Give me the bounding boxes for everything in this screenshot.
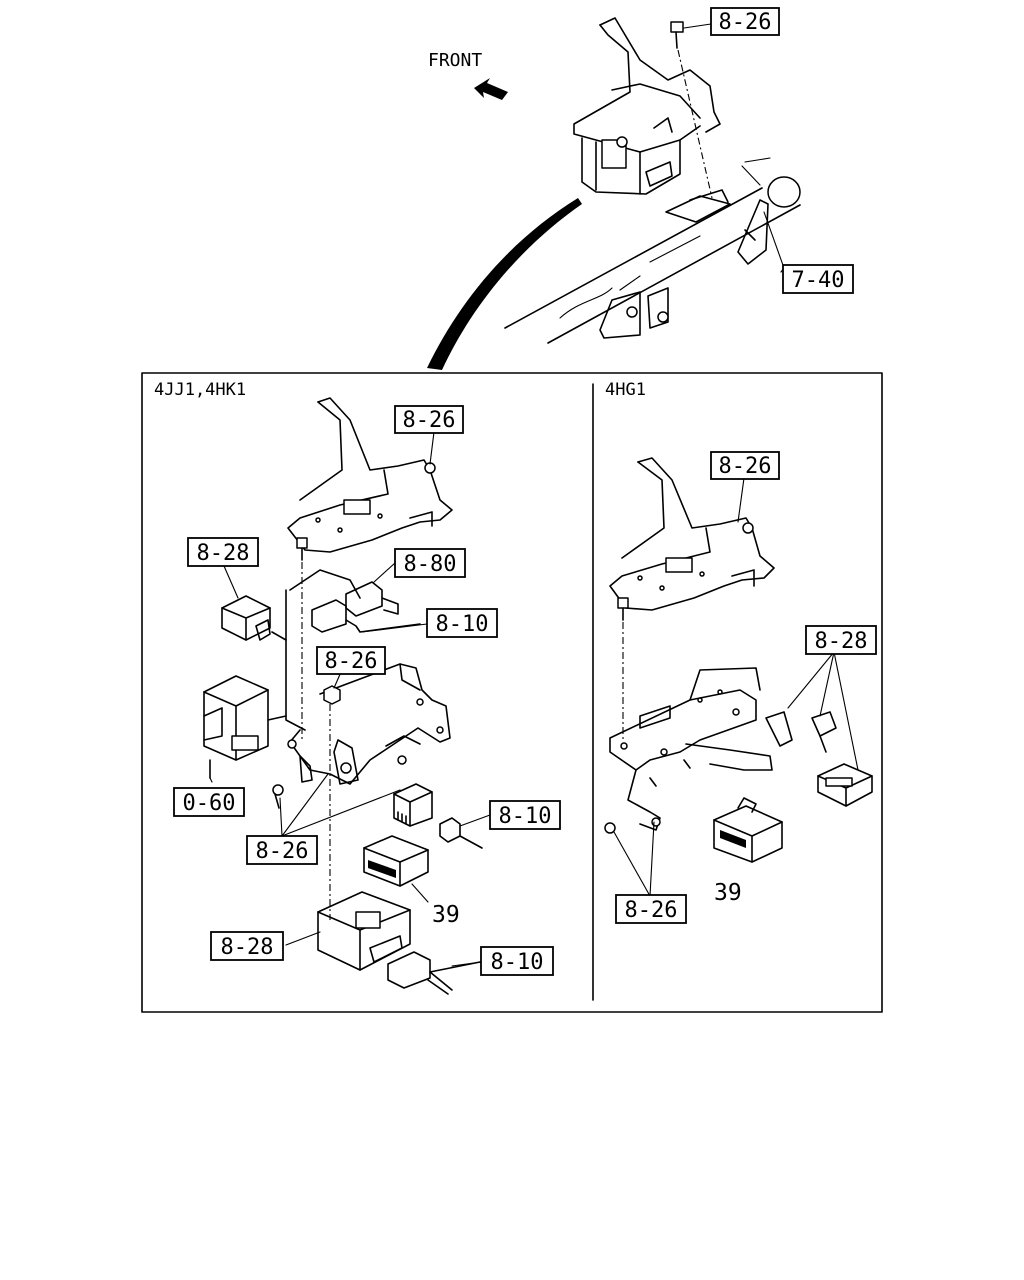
- svg-text:8-26: 8-26: [625, 898, 678, 923]
- callout-left-unit: 8-28: [210, 931, 284, 961]
- callout-right-relay-b: 39: [714, 880, 742, 906]
- callout-left-conn-c: 8-10: [489, 800, 561, 830]
- svg-text:8-26: 8-26: [719, 454, 772, 479]
- svg-text:7-40: 7-40: [792, 268, 845, 293]
- callout-left-nut: 8-26: [316, 646, 386, 675]
- svg-text:8-26: 8-26: [256, 839, 309, 864]
- svg-text:8-26: 8-26: [325, 649, 378, 674]
- top-assembly: [427, 17, 801, 370]
- callout-right-screws: 8-26: [615, 894, 687, 924]
- callout-top-bolt: 8-26: [710, 7, 780, 36]
- svg-text:8-26: 8-26: [403, 408, 456, 433]
- callout-left-conn-d: 8-10: [480, 946, 554, 976]
- callout-left-conn-a: 8-80: [394, 548, 466, 578]
- svg-text:8-10: 8-10: [491, 950, 544, 975]
- callout-left-conn-b: 8-10: [426, 608, 498, 638]
- svg-text:8-28: 8-28: [815, 629, 868, 654]
- svg-text:8-80: 8-80: [404, 552, 457, 577]
- callout-top-pipe: 7-40: [782, 264, 854, 294]
- callout-left-relay-b: 39: [432, 902, 460, 928]
- section-heading-left: 4JJ1,4HK1: [154, 380, 246, 400]
- leader-lines: [209, 23, 859, 967]
- section-heading-right: 4HG1: [605, 380, 646, 400]
- front-label: FRONT: [428, 50, 482, 71]
- callout-left-module: 0-60: [173, 787, 245, 817]
- svg-text:8-10: 8-10: [499, 804, 552, 829]
- callout-right-relay: 8-28: [805, 625, 877, 655]
- svg-text:8-28: 8-28: [197, 541, 250, 566]
- section-frame: [141, 372, 883, 1013]
- svg-text:8-10: 8-10: [436, 612, 489, 637]
- callout-right-bracket: 8-26: [710, 451, 780, 480]
- svg-text:8-26: 8-26: [719, 10, 772, 35]
- callout-left-bracket: 8-26: [394, 405, 464, 434]
- svg-text:8-28: 8-28: [221, 935, 274, 960]
- svg-text:0-60: 0-60: [183, 791, 236, 816]
- callout-left-screws: 8-26: [246, 835, 318, 865]
- right-section-drawing: [604, 457, 873, 863]
- callout-left-relay-a: 8-28: [187, 537, 259, 567]
